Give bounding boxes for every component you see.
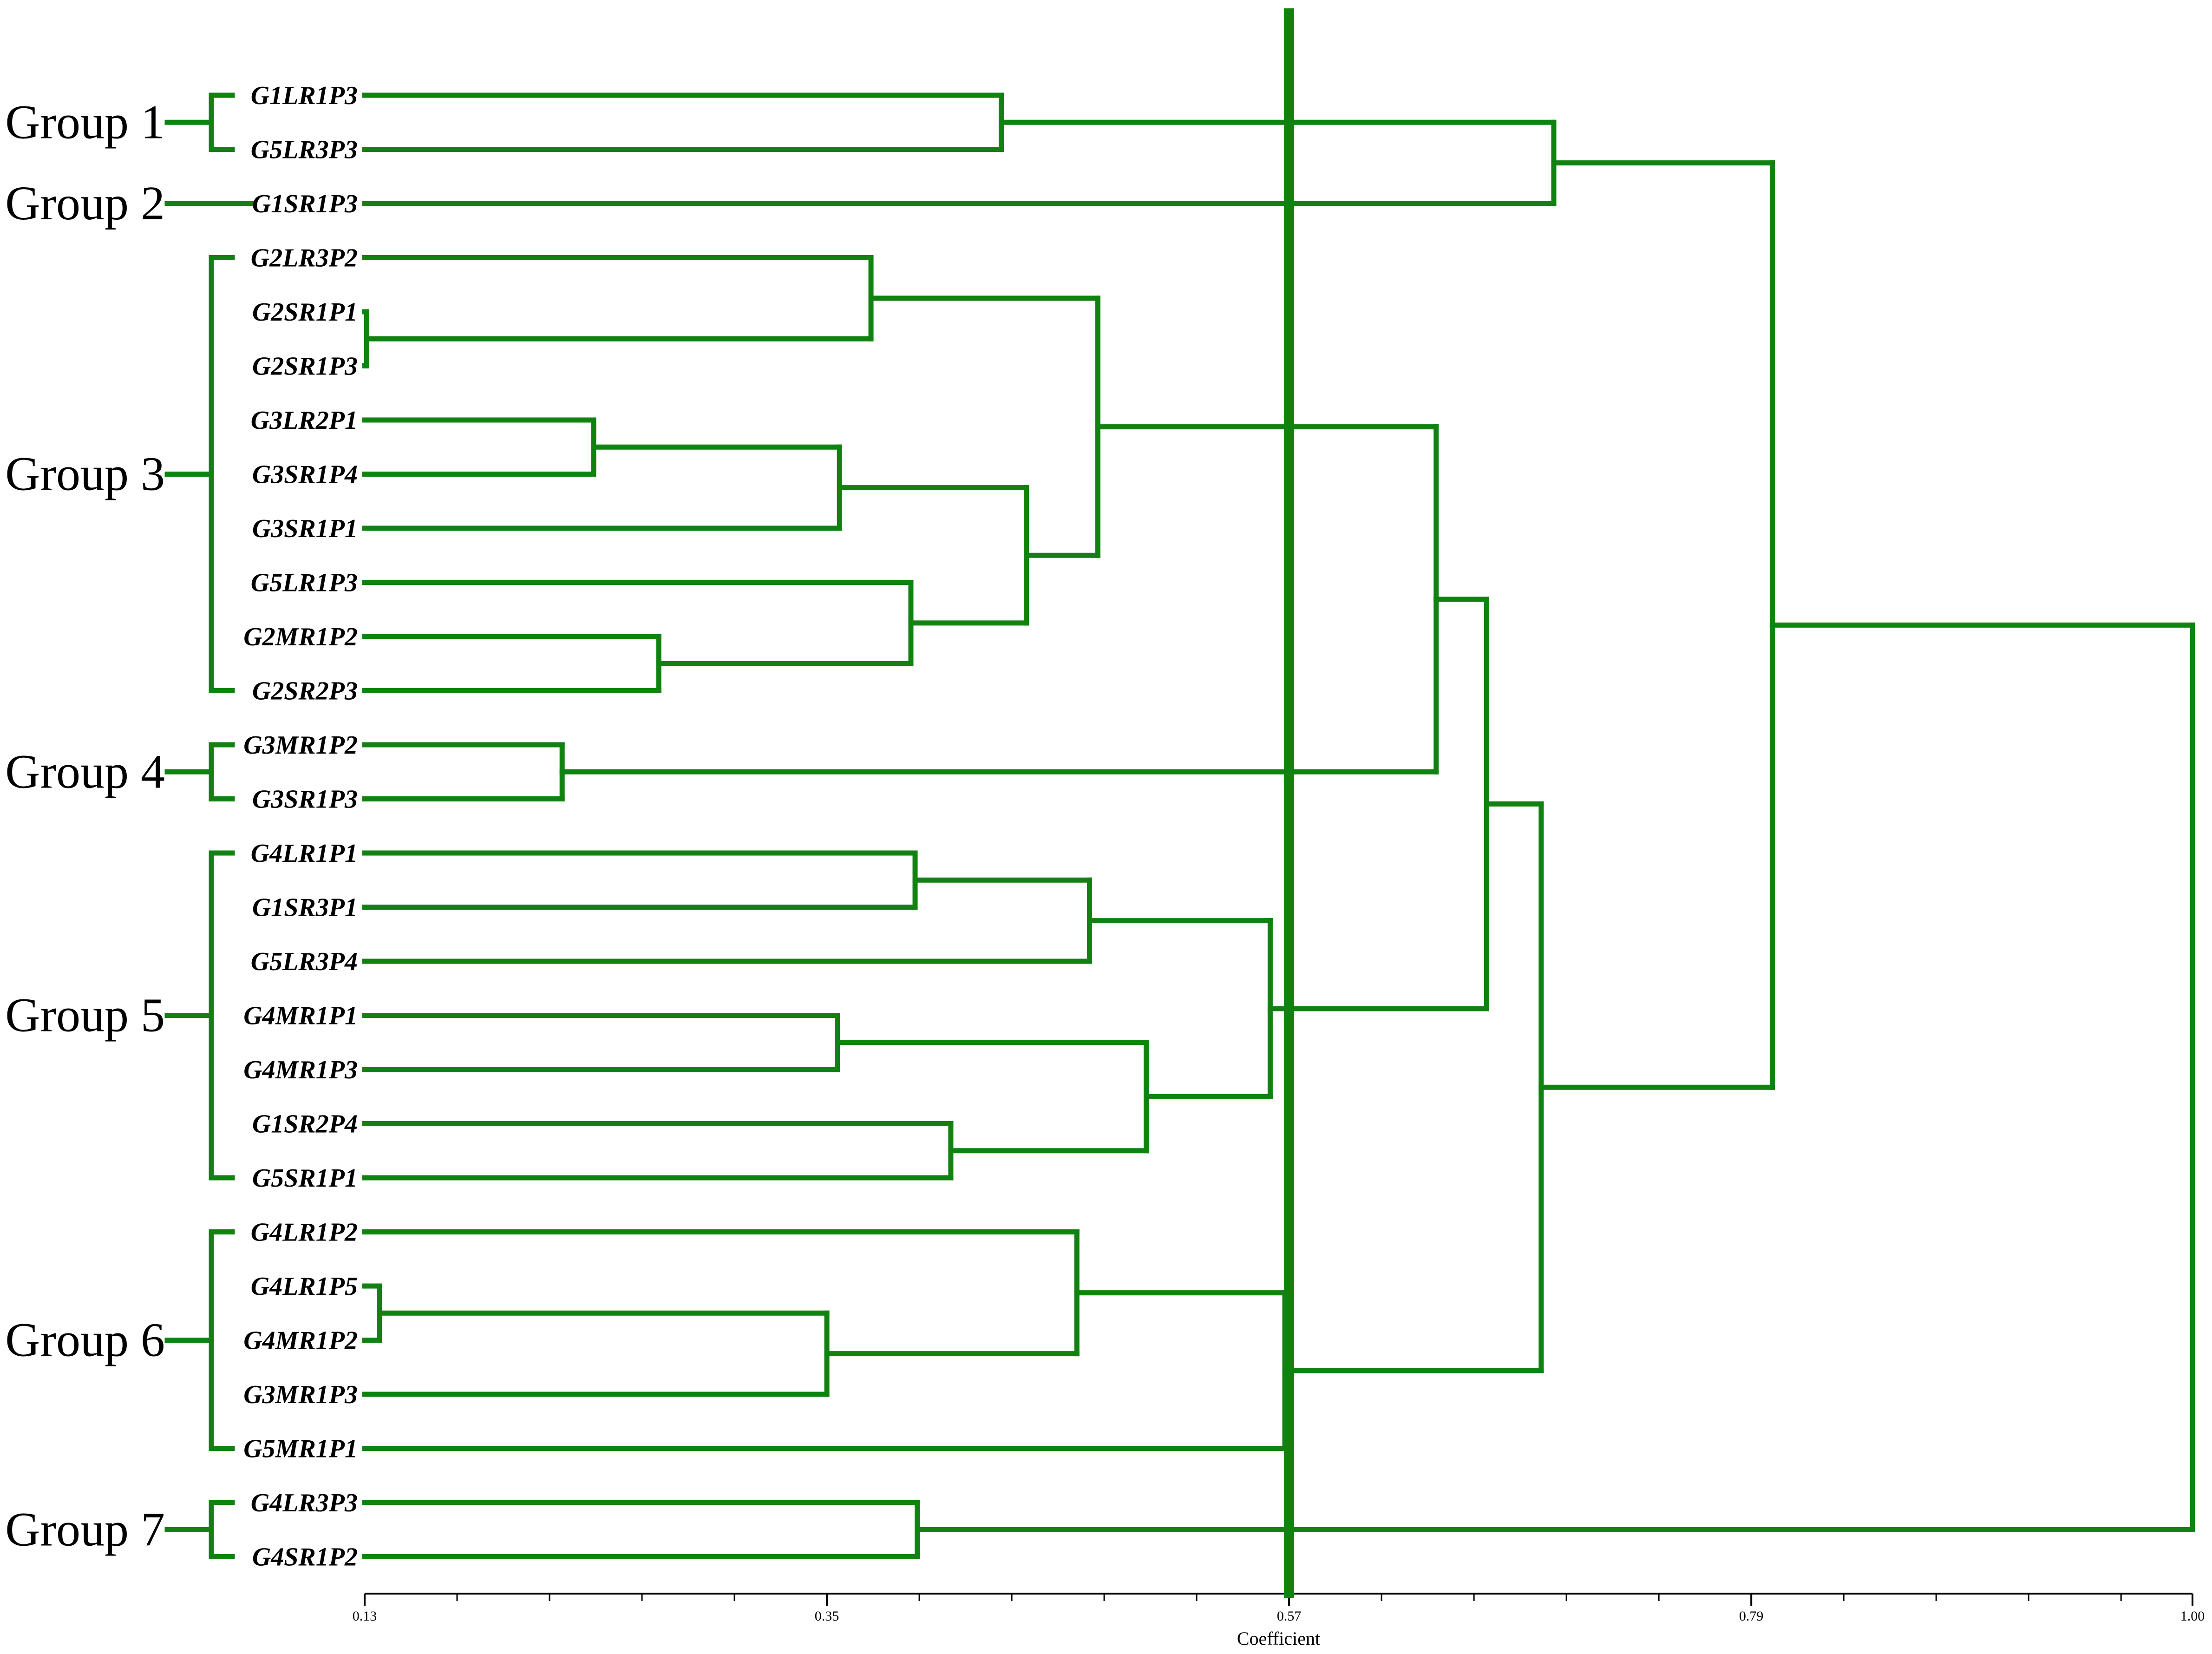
- leaf-label: G3MR1P3: [243, 1380, 358, 1409]
- group-bracket: [209, 255, 235, 693]
- leaf-label: G2SR2P3: [252, 677, 358, 706]
- x-tick-label: 0.79: [1739, 1608, 1764, 1624]
- group-bracket: [209, 1229, 235, 1451]
- group-label: Group 7: [5, 1503, 165, 1556]
- group-bracket: [209, 850, 235, 1181]
- leaf-label: G3LR2P1: [251, 406, 358, 435]
- group-label: Group 3: [5, 447, 165, 501]
- leaf-label: G2SR1P3: [252, 352, 358, 381]
- group-label: Group 4: [5, 745, 165, 798]
- group-bracket: [209, 1500, 235, 1559]
- leaf-label: G5LR3P4: [251, 947, 358, 976]
- leaf-label: G3SR1P4: [252, 460, 358, 489]
- leaf-label: G5LR1P3: [251, 569, 358, 597]
- x-tick-label: 0.13: [353, 1608, 377, 1624]
- x-tick-label: 0.57: [1277, 1608, 1302, 1624]
- leaf-label: G4SR1P2: [252, 1543, 358, 1572]
- x-tick-label: 1.00: [2180, 1608, 2205, 1624]
- x-tick-label: 0.35: [815, 1608, 839, 1624]
- leaf-label: G4LR1P5: [251, 1272, 358, 1301]
- tree-branches: [362, 92, 2195, 1559]
- leaf-label: G4MR1P1: [243, 1002, 358, 1030]
- leaf-label: G1LR1P3: [251, 81, 358, 110]
- leaf-label: G4LR1P1: [251, 839, 358, 868]
- leaf-label: G5MR1P1: [243, 1435, 358, 1464]
- leaf-label: G4MR1P2: [243, 1326, 358, 1355]
- leaf-label: G3SR1P3: [252, 785, 358, 814]
- group-bracket: [209, 742, 235, 801]
- leaf-label: G4LR3P3: [251, 1489, 358, 1517]
- leaf-label: G2MR1P2: [243, 623, 358, 651]
- leaf-label: G3SR1P1: [252, 514, 358, 543]
- group-label: Group 2: [5, 177, 165, 230]
- leaf-label: G5SR1P1: [252, 1164, 358, 1193]
- group-brackets: Group 1 Group 2 Group 3 Group 4 Group 5 Group…: [5, 92, 256, 1559]
- group-label: Group 6: [5, 1313, 165, 1367]
- group-label: Group 5: [5, 989, 165, 1042]
- leaf-label: G1SR1P3: [252, 190, 358, 218]
- group-label: Group 1: [5, 95, 165, 149]
- leaf-label: G4MR1P3: [243, 1056, 358, 1084]
- leaf-label: G4LR1P2: [251, 1218, 358, 1247]
- x-axis-label: Coefficient: [1237, 1628, 1320, 1649]
- leaf-label: G2SR1P1: [252, 298, 358, 327]
- leaf-label: G1SR2P4: [252, 1110, 358, 1139]
- leaf-label: G1SR3P1: [252, 893, 358, 922]
- leaf-label: G3MR1P2: [243, 731, 358, 760]
- x-axis: Coefficient 0.13 0.35 0.57 0.79 1.00: [353, 1593, 2205, 1649]
- leaf-label: G2LR3P2: [251, 244, 358, 273]
- leaf-labels: G1LR1P3G5LR3P3G1SR1P3G2LR3P2G2SR1P1G2SR1…: [243, 81, 358, 1572]
- group-bracket: [209, 92, 235, 152]
- leaf-label: G5LR3P3: [251, 136, 358, 164]
